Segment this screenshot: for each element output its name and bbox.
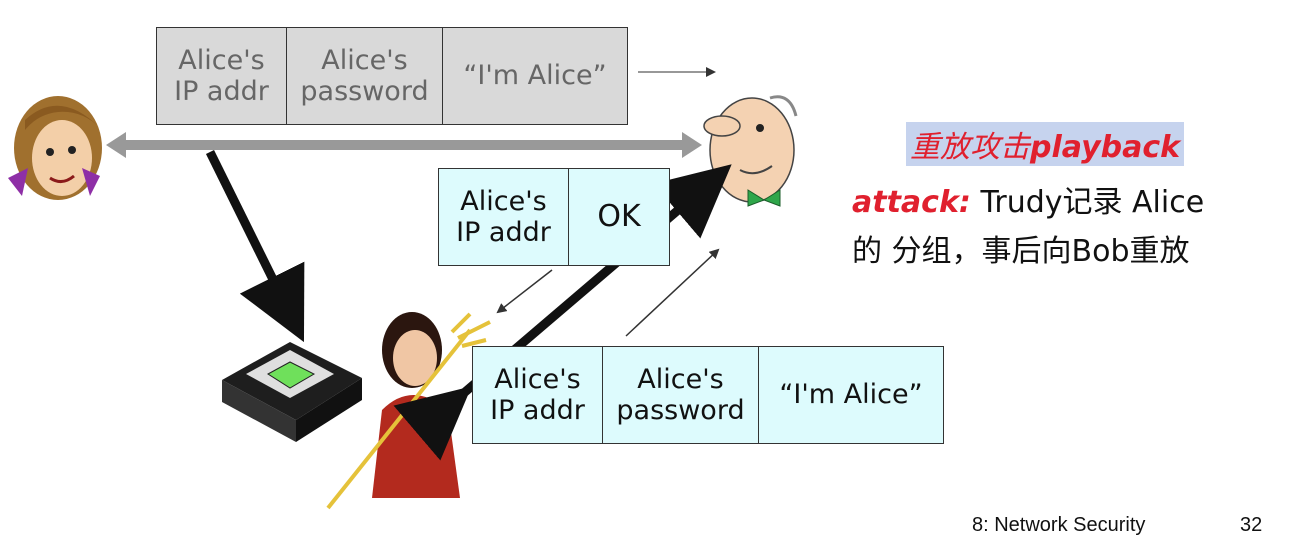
caption-line-2: attack: Trudy记录 Alice [852,177,1204,221]
caption-title-en: playback [1030,130,1181,165]
caption-attack-label: attack: [852,185,971,220]
bob-figure [703,95,798,207]
caption-line-3: 的 分组，事后向Bob重放 [852,234,1190,269]
alice-figure [8,96,102,200]
recorder-icon [222,342,362,442]
trudy-figure [326,312,491,510]
caption-title-cn: 重放攻击 [910,130,1030,165]
footer-section: 8: Network Security [972,514,1146,536]
caption-line-2-text: Trudy记录 Alice [970,185,1205,220]
replay-to-bob-arrow [625,248,720,337]
packet-message-cell: “I'm Alice” [463,60,607,92]
caption-title: 重放攻击playback [906,122,1185,166]
packet-ok-cell: OK [597,198,641,234]
record-arrow [205,150,305,343]
packet-message-cell: “I'm Alice” [779,379,923,411]
footer-page-number: 32 [1240,514,1263,536]
ok-to-trudy-arrow [496,269,553,314]
